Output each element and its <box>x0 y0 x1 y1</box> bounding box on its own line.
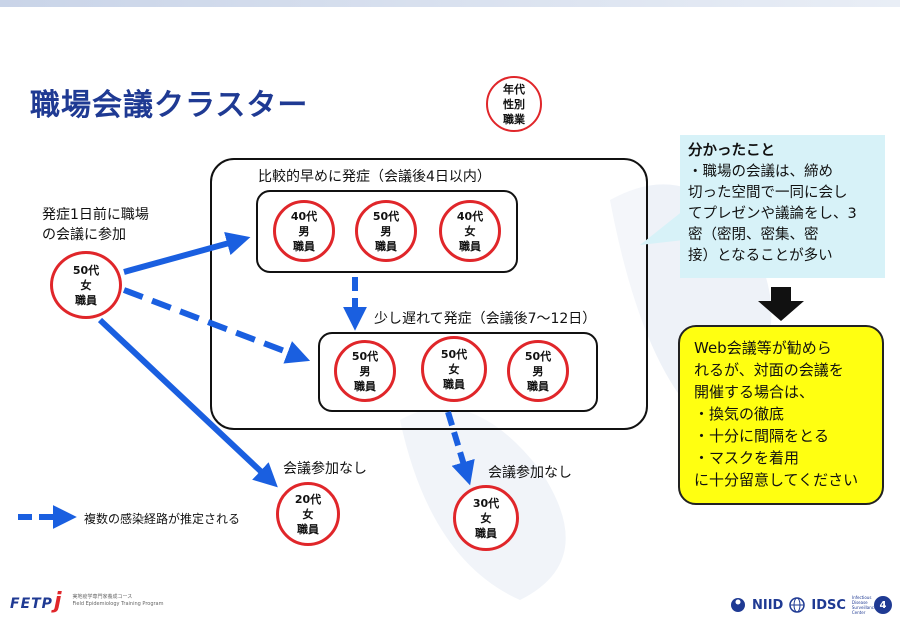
fetp-sub-ja: 実地疫学専門家養成コース <box>72 594 133 600</box>
index-label-line-1: 発症1日前に職場 <box>42 207 149 223</box>
fetp-subtitle: 実地疫学専門家養成コース Field Epidemiology Training… <box>72 594 167 608</box>
case-sex: 男 <box>380 224 392 238</box>
advice-box: Web会議等が勧めら れるが、対面の会議を 開催する場合は、 ・換気の徹底 ・十… <box>678 325 884 505</box>
legend-dashed-label: 複数の感染経路が推定される <box>84 512 241 526</box>
late-onset-label: 少し遅れて発症（会議後7～12日） <box>374 311 597 327</box>
case-early-3: 40代 女 職員 <box>439 200 501 262</box>
fetp-sub-en: Field Epidemiology Training Program <box>72 601 164 607</box>
legend-occupation: 職業 <box>503 112 525 126</box>
legend-sex: 性別 <box>503 97 525 111</box>
case-occupation: 職員 <box>527 379 549 393</box>
case-occupation: 職員 <box>297 522 319 536</box>
findings-callout-tail <box>640 210 684 245</box>
top-bar <box>0 0 900 7</box>
case-occupation: 職員 <box>293 239 315 253</box>
case-age: 50代 <box>524 349 552 363</box>
page-title: 職場会議クラスター <box>30 88 309 123</box>
down-arrow-icon <box>758 287 804 321</box>
fetp-logo-mark: j <box>53 588 63 614</box>
case-sex: 女 <box>448 362 460 376</box>
case-occupation: 職員 <box>375 239 397 253</box>
idsc-sub-line-1: Infectious Disease <box>851 595 872 605</box>
fetp-logo: FETPj <box>10 589 62 614</box>
globe-icon <box>789 597 806 613</box>
case-age: 20代 <box>294 492 322 506</box>
legend-age: 年代 <box>503 82 525 96</box>
case-occupation: 職員 <box>475 526 497 540</box>
niid-logo-icon <box>731 598 745 612</box>
findings-box: 分かったこと ・職場の会議は、締め 切った空間で一同に会し てプレゼンや議論をし… <box>680 135 885 278</box>
case-late-2: 50代 女 職員 <box>421 336 487 402</box>
non-attendee-1: 20代 女 職員 <box>276 482 340 546</box>
index-case-label: 発症1日前に職場 の会議に参加 <box>42 205 192 245</box>
case-age: 50代 <box>72 263 100 277</box>
case-sex: 男 <box>298 224 310 238</box>
case-sex: 女 <box>80 278 92 292</box>
case-occupation: 職員 <box>443 377 465 391</box>
case-age: 40代 <box>456 209 484 223</box>
page-number: 4 <box>874 596 892 614</box>
idsc-subtitle: Infectious Disease Surveillance Center <box>852 595 888 615</box>
case-early-2: 50代 男 職員 <box>355 200 417 262</box>
non-attendee-2: 30代 女 職員 <box>453 485 519 551</box>
case-occupation: 職員 <box>75 293 97 307</box>
case-occupation: 職員 <box>459 239 481 253</box>
case-occupation: 職員 <box>354 379 376 393</box>
index-case: 50代 女 職員 <box>50 251 122 319</box>
index-label-line-2: の会議に参加 <box>42 227 126 243</box>
non-attendee-2-label: 会議参加なし <box>488 465 572 481</box>
case-sex: 女 <box>464 224 476 238</box>
case-sex: 女 <box>302 507 314 521</box>
fetp-footer: FETPj 実地疫学専門家養成コース Field Epidemiology Tr… <box>10 586 167 616</box>
case-age: 50代 <box>440 347 468 361</box>
case-age: 50代 <box>372 209 400 223</box>
case-age: 40代 <box>290 209 318 223</box>
niid-logo: NIID <box>752 597 784 613</box>
case-sex: 男 <box>532 364 544 378</box>
non-attendee-1-label: 会議参加なし <box>283 461 367 477</box>
fetp-logo-text: FETP <box>10 595 53 612</box>
legend-circle: 年代 性別 職業 <box>486 76 542 132</box>
idsc-logo: IDSC <box>811 597 846 613</box>
idsc-sub-line-2: Surveillance Center <box>851 605 877 615</box>
case-sex: 女 <box>480 511 492 525</box>
findings-body: ・職場の会議は、締め 切った空間で一同に会し てプレゼンや議論をし、3 密（密閉… <box>688 164 857 264</box>
institution-logos: NIID IDSC Infectious Disease Surveillanc… <box>730 592 888 618</box>
case-late-3: 50代 男 職員 <box>507 340 569 402</box>
case-age: 50代 <box>351 349 379 363</box>
case-sex: 男 <box>359 364 371 378</box>
findings-heading: 分かったこと <box>688 143 775 159</box>
case-late-1: 50代 男 職員 <box>334 340 396 402</box>
case-early-1: 40代 男 職員 <box>273 200 335 262</box>
case-age: 30代 <box>472 496 500 510</box>
early-onset-label: 比較的早めに発症（会議後4日以内） <box>258 169 491 185</box>
